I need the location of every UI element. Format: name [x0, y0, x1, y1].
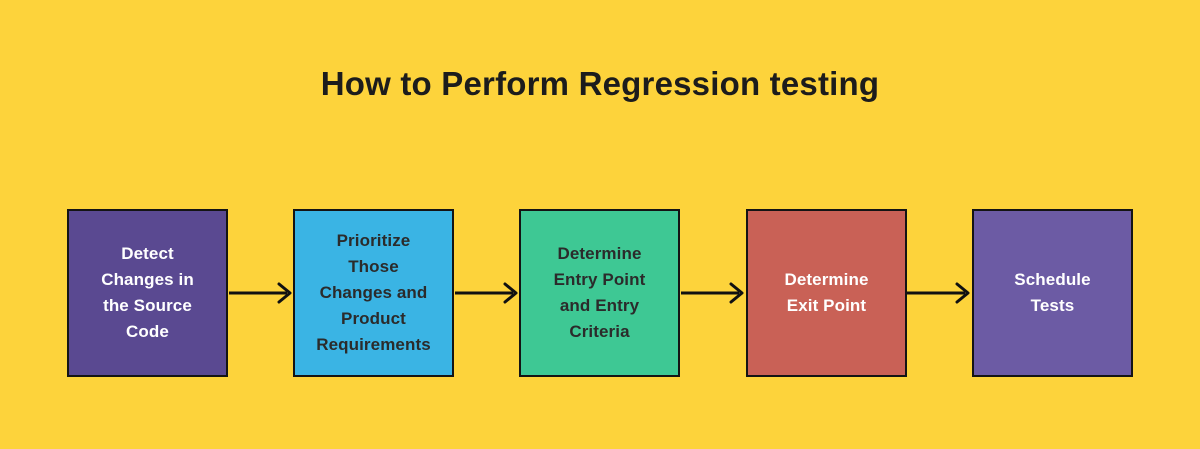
flow-step-label: Determine Entry Point and Entry Criteria: [553, 244, 646, 341]
arrow-right-icon: [681, 282, 744, 304]
flow-step-label: Schedule Tests: [1014, 270, 1091, 315]
flow-step-schedule-tests: Schedule Tests: [972, 209, 1133, 377]
flow-step-prioritize-changes: Prioritize Those Changes and Product Req…: [293, 209, 454, 377]
flow-step-detect-changes: Detect Changes in the Source Code: [67, 209, 228, 377]
arrow-right-icon: [229, 282, 292, 304]
flow-step-label: Determine Exit Point: [784, 270, 869, 315]
arrow-right-icon: [455, 282, 518, 304]
flow-step-label: Prioritize Those Changes and Product Req…: [316, 231, 431, 354]
flow-step-entry-point: Determine Entry Point and Entry Criteria: [519, 209, 680, 377]
arrow-right-icon: [907, 282, 970, 304]
flow-step-exit-point: Determine Exit Point: [746, 209, 907, 377]
page-title: How to Perform Regression testing: [320, 65, 880, 102]
flow-step-label: Detect Changes in the Source Code: [101, 244, 194, 341]
